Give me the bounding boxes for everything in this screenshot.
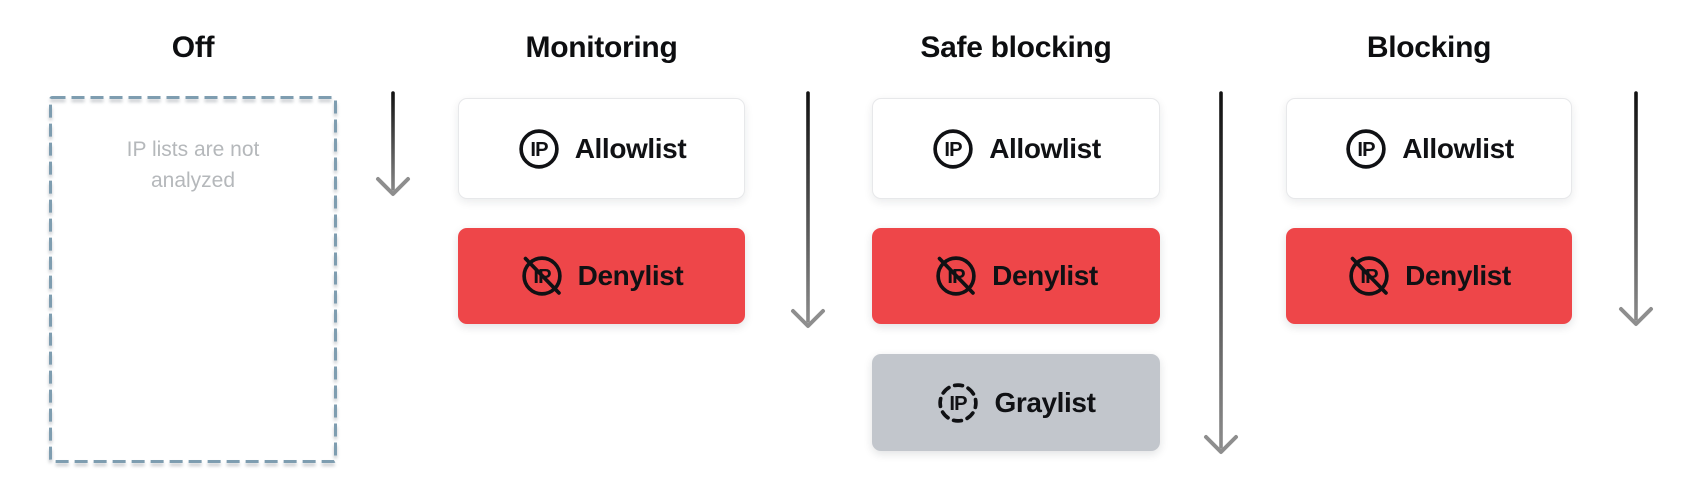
ip-circle-icon: IP	[517, 127, 561, 171]
card-label: Denylist	[1405, 260, 1511, 291]
column-safe-blocking-title: Safe blocking	[920, 31, 1112, 64]
down-arrow-icon	[791, 91, 825, 328]
column-monitoring-title: Monitoring	[525, 31, 678, 64]
card-label: Denylist	[577, 260, 684, 291]
allowlist-card: IP Allowlist	[458, 98, 745, 199]
ip-slash-icon: IP	[934, 254, 978, 298]
graylist-card: IP Graylist	[872, 354, 1160, 451]
down-arrow-icon	[1204, 91, 1238, 454]
allowlist-card: IP Allowlist	[1286, 98, 1572, 199]
column-blocking-title: Blocking	[1366, 31, 1492, 64]
down-arrow-icon	[1619, 91, 1653, 326]
denylist-card: IP Denylist	[872, 228, 1160, 324]
svg-text:IP: IP	[950, 392, 968, 414]
column-off: Off IP lists are not analyzed	[49, 0, 337, 500]
denylist-card: IP Denylist	[1286, 228, 1572, 324]
card-label: Allowlist	[574, 132, 687, 164]
card-label: Graylist	[994, 386, 1096, 418]
ip-dashed-icon: IP	[936, 381, 980, 425]
ip-circle-icon: IP	[931, 127, 975, 171]
allowlist-card: IP Allowlist	[872, 98, 1160, 199]
column-safe-blocking: Safe blocking IP Allowlist IP Denylist	[872, 0, 1160, 500]
card-label: Allowlist	[989, 132, 1101, 164]
svg-text:IP: IP	[945, 138, 963, 160]
svg-text:IP: IP	[530, 138, 548, 160]
denylist-card: IP Denylist	[458, 228, 745, 324]
off-placeholder-box: IP lists are not analyzed	[49, 96, 337, 463]
off-placeholder-text: IP lists are not analyzed	[126, 138, 260, 192]
column-blocking: Blocking IP Allowlist IP Denylist	[1286, 0, 1572, 500]
ip-slash-icon: IP	[520, 254, 564, 298]
card-label: Allowlist	[1402, 132, 1514, 164]
card-label: Denylist	[992, 260, 1098, 291]
ip-circle-icon: IP	[1344, 127, 1388, 171]
column-monitoring: Monitoring IP Allowlist IP Denylist	[458, 0, 745, 500]
column-off-title: Off	[171, 31, 215, 64]
down-arrow-icon	[376, 91, 410, 196]
svg-text:IP: IP	[1358, 138, 1376, 160]
ip-slash-icon: IP	[1347, 254, 1391, 298]
dashed-border	[49, 96, 337, 463]
